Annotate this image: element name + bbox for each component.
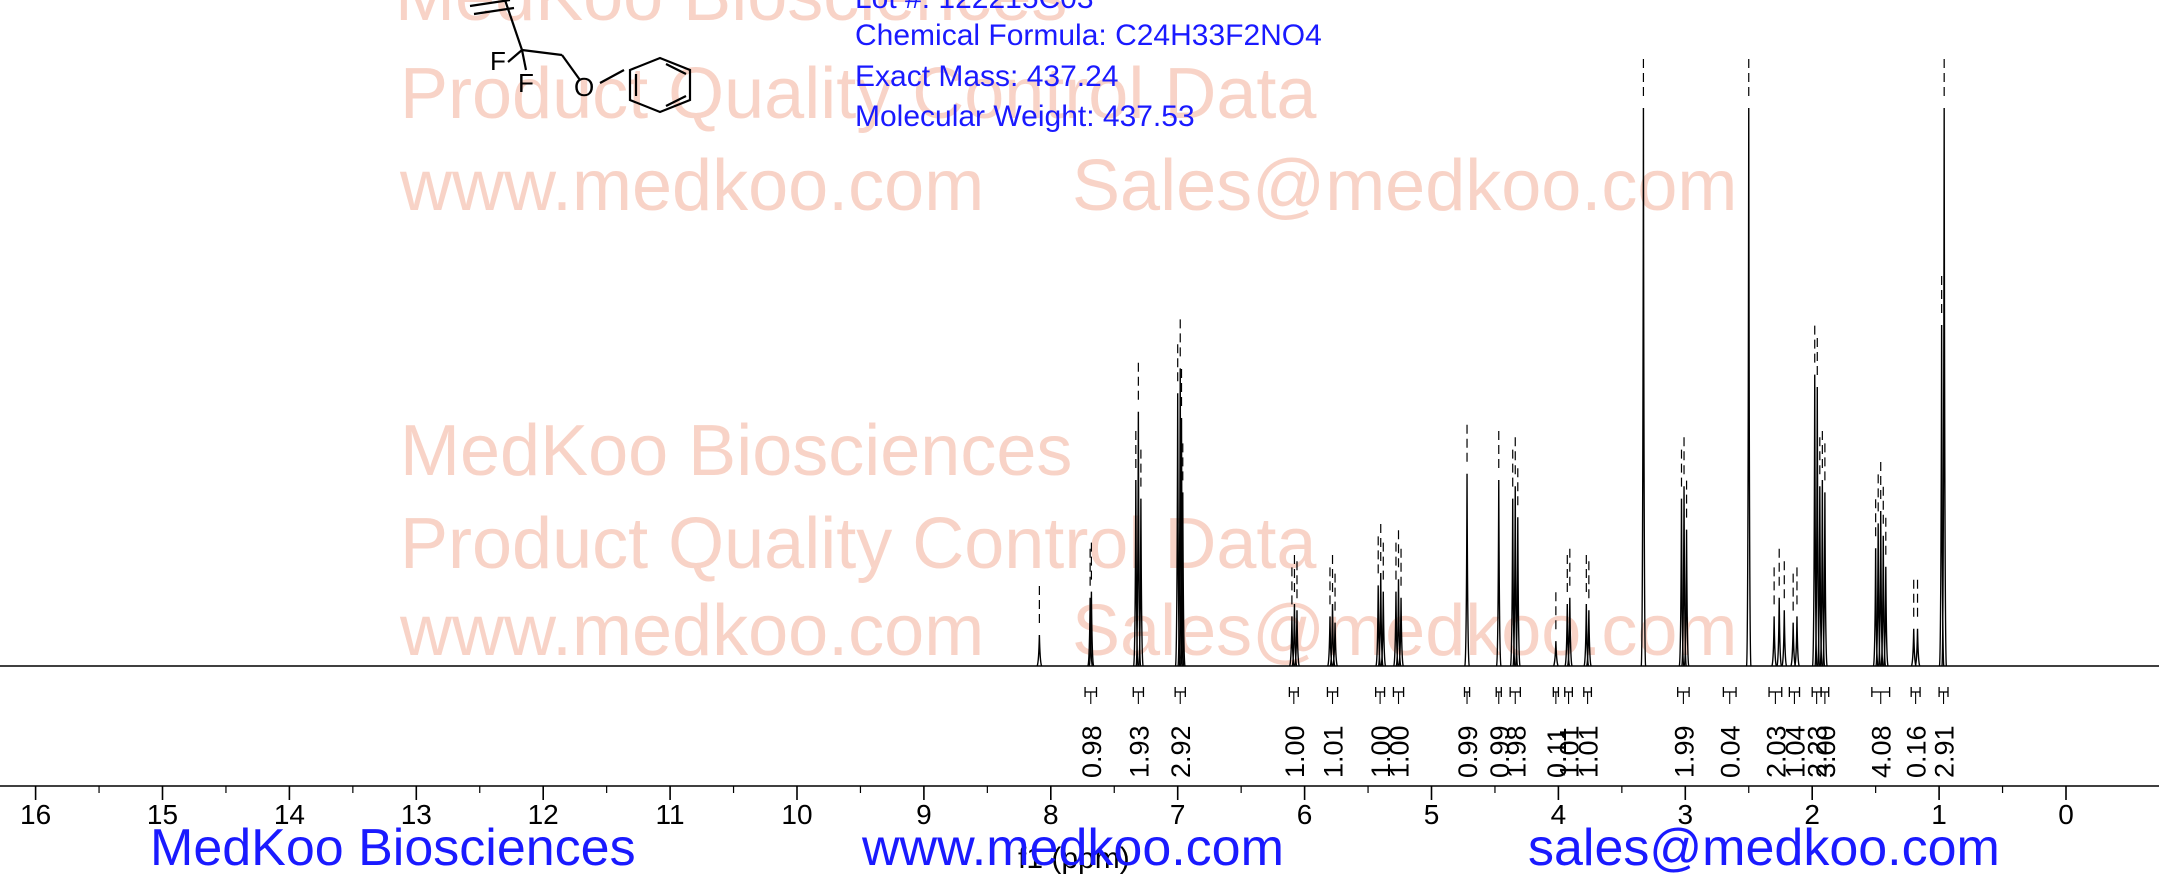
x-tick-label-10: 10 (781, 799, 812, 830)
integral-label: 0.98 (1077, 725, 1107, 778)
spectrum-peak (1771, 616, 1778, 667)
spectrum-peak (1398, 597, 1404, 667)
integral-label: 0.99 (1485, 725, 1515, 778)
integral-label: 0.16 (1902, 725, 1932, 778)
watermark-mid-line1: MedKoo Biosciences (400, 411, 1072, 491)
integral-label: 1.00 (1385, 725, 1415, 778)
integral-label: 2.92 (1166, 725, 1196, 778)
x-tick-label-9: 9 (916, 799, 932, 830)
watermark-mid-line2: Product Quality Control Data (400, 504, 1317, 584)
integral-label: 0.04 (1716, 725, 1746, 778)
integral-label: 2.03 (1761, 725, 1791, 778)
molecule-structure (469, 0, 692, 114)
spectrum-peak (1332, 622, 1338, 667)
x-tick-label-13: 13 (401, 799, 432, 830)
spectrum-peak (1464, 473, 1470, 667)
integral-label: 1.00 (1280, 725, 1310, 778)
x-tick-label-7: 7 (1170, 799, 1186, 830)
chemical-formula: Chemical Formula: C24H33F2NO4 (855, 19, 1322, 52)
spectrum-peak (1036, 634, 1043, 667)
spectrum-peak (1882, 566, 1889, 667)
watermark-top-line3: www.medkoo.com (399, 146, 984, 226)
spectrum-peak (1178, 417, 1185, 667)
integral-label: 2.91 (1930, 725, 1960, 778)
integral-label: 3.00 (1811, 725, 1841, 778)
spectrum-peak (1745, 107, 1752, 667)
molecular-weight: Molecular Weight: 437.53 (855, 100, 1195, 133)
structure-label-o: O (574, 72, 594, 102)
spectrum-peak (1640, 107, 1647, 667)
structure-label-f1: F (490, 46, 506, 76)
spectrum-peak (1566, 597, 1573, 667)
integral-label: 1.01 (1574, 725, 1604, 778)
x-tick-label-16: 16 (20, 799, 51, 830)
integral-label: 0.11 (1542, 727, 1572, 778)
structure-label-f2: F (518, 68, 534, 98)
spectrum-peak (1138, 498, 1144, 667)
integral-label: 1.93 (1124, 725, 1154, 778)
spectrum-peak (1914, 628, 1921, 667)
integral-label: 1.01 (1555, 725, 1585, 778)
lot-number: Lot #: 122215C03 (855, 0, 1094, 15)
x-tick-label-8: 8 (1043, 799, 1059, 830)
integral-label: 1.00 (1366, 725, 1396, 778)
integral-label: 2.23 (1803, 725, 1833, 778)
spectrum-peak (1087, 597, 1094, 667)
spectrum-peak (1088, 591, 1095, 667)
footer: MedKoo Biosciences www.medkoo.com sales@… (150, 819, 2000, 874)
integral-label: 4.08 (1867, 725, 1897, 778)
x-tick-label-2: 2 (1804, 799, 1820, 830)
integral-label: 1.98 (1501, 725, 1531, 778)
x-axis-label: f1 (ppm) (1018, 842, 1130, 874)
x-tick-label-6: 6 (1297, 799, 1313, 830)
compound-info: Lot #: 122215C03 Chemical Formula: C24H3… (855, 0, 1322, 133)
spectrum-peak (1552, 641, 1559, 667)
spectrum-peak (1910, 628, 1917, 667)
x-tick-label-4: 4 (1551, 799, 1567, 830)
x-tick-label-15: 15 (147, 799, 178, 830)
spectrum-peak (1294, 610, 1300, 667)
watermark-mid-line3: www.medkoo.com (399, 591, 984, 671)
footer-email: sales@medkoo.com (1528, 819, 2000, 874)
watermark-mid-line4: Sales@medkoo.com (1072, 591, 1737, 671)
integral-label: 0.99 (1453, 725, 1483, 778)
x-tick-label-3: 3 (1678, 799, 1694, 830)
watermark-top-line4: Sales@medkoo.com (1072, 146, 1737, 226)
spectrum-peak (1781, 610, 1788, 667)
spectrum-peak (1683, 529, 1690, 667)
spectrum-peak (1776, 597, 1783, 667)
spectrum-peak (1822, 492, 1828, 667)
spectrum-peak (1179, 492, 1186, 667)
spectrum-peak (1380, 591, 1387, 667)
x-tick-label-1: 1 (1931, 799, 1947, 830)
spectrum-peak (1794, 616, 1800, 667)
integral-label: 1.99 (1669, 725, 1699, 778)
spectrum-peak (1790, 622, 1797, 667)
spectrum-peak (1941, 107, 1948, 667)
x-tick-label-14: 14 (274, 799, 305, 830)
exact-mass: Exact Mass: 437.24 (855, 60, 1118, 93)
x-tick-label-11: 11 (656, 799, 685, 830)
x-tick-label-12: 12 (528, 799, 559, 830)
spectrum-peak (1585, 610, 1592, 667)
x-tick-label-0: 0 (2058, 799, 2074, 830)
integral-label: 1.01 (1319, 725, 1349, 778)
x-tick-label-5: 5 (1424, 799, 1440, 830)
footer-company: MedKoo Biosciences (150, 819, 636, 874)
spectrum-peak (1514, 517, 1521, 667)
watermark-top-line2: Product Quality Control Data (400, 54, 1317, 134)
peaks-layer (1036, 58, 1948, 667)
footer-website: www.medkoo.com (861, 819, 1284, 874)
spectrum-peak (1495, 479, 1502, 667)
integral-label: 1.04 (1780, 725, 1810, 778)
